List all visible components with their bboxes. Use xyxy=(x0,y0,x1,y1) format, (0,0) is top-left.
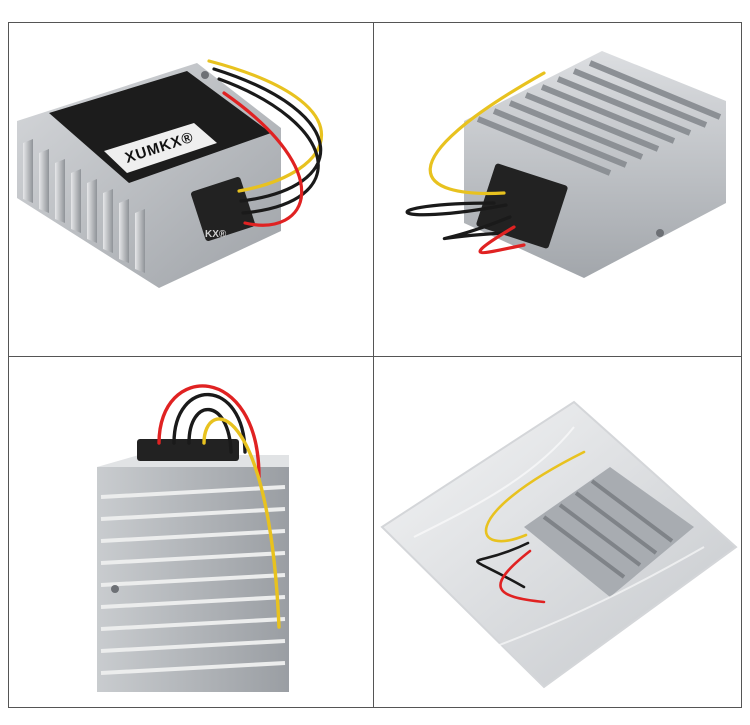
top-label-plate xyxy=(49,71,271,183)
converter-upright-illustration xyxy=(97,384,289,692)
wire-connector xyxy=(191,177,255,241)
housing-body xyxy=(97,455,289,692)
wire-bundle xyxy=(476,450,586,604)
mounting-hole xyxy=(656,229,664,237)
wire-connector xyxy=(137,439,239,461)
converter-packaged-illustration xyxy=(380,400,738,689)
wire-bundle xyxy=(157,384,281,629)
wire-connector xyxy=(476,163,568,249)
converter-front-illustration: XUMKX® KX® xyxy=(17,59,323,288)
photo-packaged-view xyxy=(374,357,741,707)
brand-sticker xyxy=(104,123,217,173)
mounting-hole xyxy=(201,71,209,79)
top-fins xyxy=(542,479,674,579)
bag-reflections xyxy=(413,426,705,648)
product-photo-grid: XUMKX® KX® xyxy=(8,22,742,708)
mounting-hole xyxy=(111,585,119,593)
photo-top-fins-view xyxy=(374,23,741,356)
housing-body xyxy=(524,467,694,597)
grid-divider-vertical xyxy=(373,23,374,707)
top-fins xyxy=(476,60,722,176)
grid-divider-horizontal xyxy=(9,356,741,357)
photo-upright-side-view xyxy=(9,357,373,707)
wire-bundle xyxy=(405,71,546,255)
converter-top-illustration xyxy=(405,51,726,278)
front-fins xyxy=(23,139,145,273)
photo-front-angle-view: XUMKX® KX® xyxy=(9,23,373,356)
side-fins xyxy=(100,485,286,675)
wire-bundle xyxy=(207,59,323,227)
connector-mark-text: KX® xyxy=(205,229,227,240)
